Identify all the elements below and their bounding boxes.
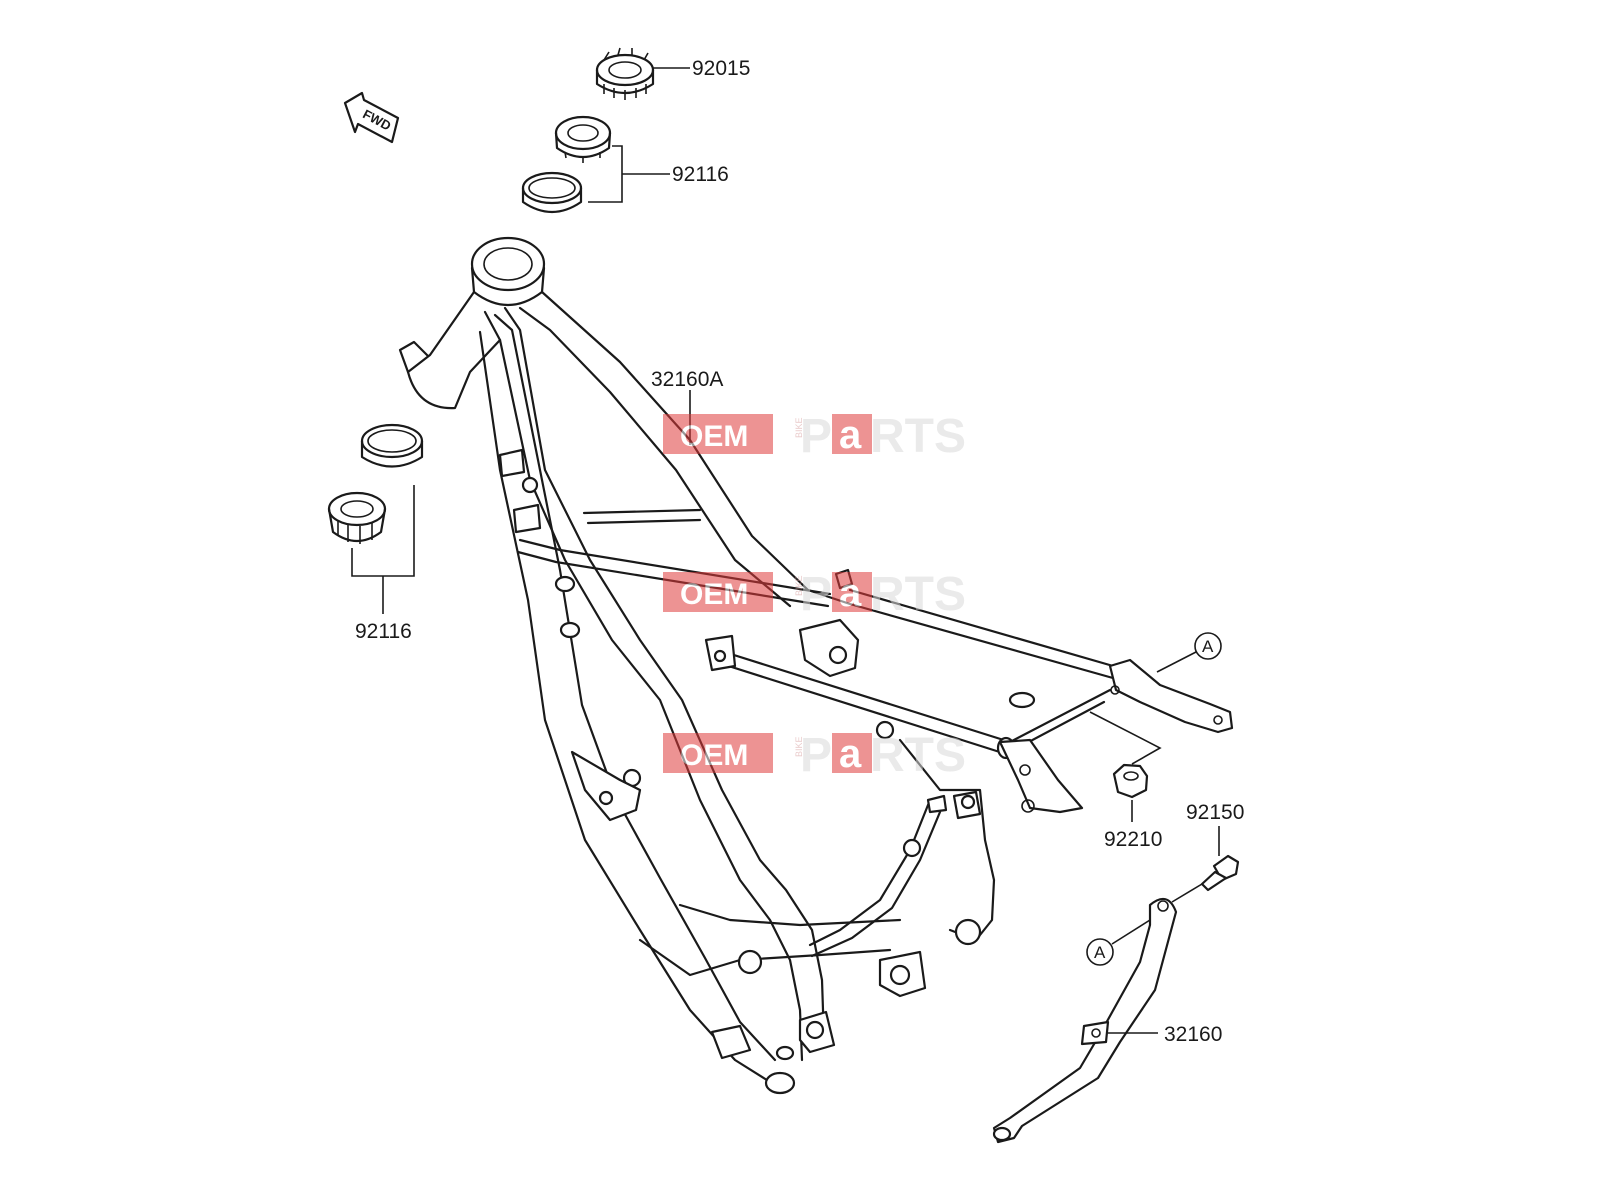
ref-mark-a-subframe: A [1086,919,1151,966]
lower-bearing-part[interactable] [327,491,387,544]
svg-text:P: P [800,410,832,463]
label-92210: 92210 [1104,828,1162,851]
upper-bearing-part[interactable] [554,115,612,163]
svg-text:BIKE: BIKE [794,417,804,438]
svg-text:P: P [800,568,832,621]
watermark-logo-1: OEM BIKE P a RTS [663,410,966,463]
svg-text:BIKE: BIKE [794,575,804,596]
label-92116-lower: 92116 [355,620,412,643]
main-frame-part[interactable] [398,236,1234,1095]
sub-frame-part[interactable] [992,897,1178,1144]
upper-race-part[interactable] [521,171,583,213]
nut-part[interactable] [1112,763,1149,799]
svg-text:OEM: OEM [680,739,748,772]
svg-text:RTS: RTS [870,729,966,782]
label-32160A: 32160A [651,368,723,391]
svg-text:OEM: OEM [680,420,748,453]
svg-text:a: a [839,732,862,776]
svg-text:RTS: RTS [870,410,966,463]
label-92116-upper: 92116 [672,163,729,186]
watermark-logo-2: OEM BIKE P a RTS [663,568,966,621]
lock-nut-part[interactable] [595,47,655,100]
watermark-logo-3: OEM BIKE P a RTS [663,729,966,782]
ref-mark-a-frame: A [1156,632,1222,673]
svg-text:RTS: RTS [870,568,966,621]
label-92015: 92015 [692,57,750,80]
svg-text:a: a [839,413,862,457]
ref-a-frame-label: A [1202,637,1214,656]
lower-race-part[interactable] [360,423,424,468]
svg-text:BIKE: BIKE [794,736,804,757]
svg-text:a: a [839,571,862,615]
svg-text:P: P [800,729,832,782]
bolt-part[interactable] [1200,854,1240,892]
label-92150: 92150 [1186,801,1244,824]
label-32160: 32160 [1164,1023,1222,1046]
fwd-arrow-icon: FWD [343,91,400,144]
ref-a-subframe-label: A [1094,943,1106,962]
svg-text:OEM: OEM [680,578,748,611]
